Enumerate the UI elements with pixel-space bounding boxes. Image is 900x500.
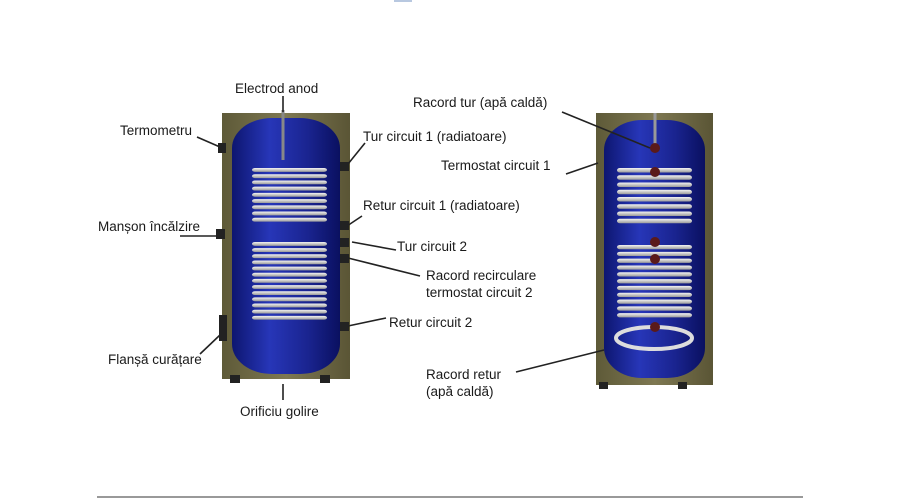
heating-sleeve-port <box>216 229 225 239</box>
coil-turn <box>252 285 327 289</box>
label-flow-circuit-2: Tur circuit 2 <box>397 239 467 254</box>
upper-coil <box>252 168 327 222</box>
label-anode: Electrod anod <box>235 81 318 96</box>
port <box>340 322 349 331</box>
coil-turn <box>617 189 692 195</box>
coil-turn <box>252 186 327 191</box>
port <box>340 221 349 230</box>
coil-turn <box>252 272 327 277</box>
coil-turn <box>252 303 327 308</box>
label-drain: Orificiu golire <box>240 404 319 419</box>
coil-turn <box>617 245 692 250</box>
foot <box>678 382 687 389</box>
label-cleaning-flange: Flanșă curățare <box>108 352 202 367</box>
label-flow-circuit-1: Tur circuit 1 (radiatoare) <box>363 129 507 144</box>
foot <box>230 375 240 383</box>
coil-turn <box>252 309 327 314</box>
coil-turn <box>252 248 327 252</box>
coil-turn <box>252 297 327 302</box>
coil-turn <box>617 204 692 209</box>
coil-turn <box>252 192 327 197</box>
coil-turn <box>252 211 327 216</box>
coil-turn <box>617 265 692 270</box>
coil-turn <box>252 242 327 246</box>
coil-turn <box>252 278 327 283</box>
upper-coil <box>617 168 692 224</box>
coil-turn <box>252 315 327 320</box>
coil-turn <box>252 205 327 210</box>
label-thermometer: Termometru <box>120 123 192 138</box>
thermometer-port <box>218 143 226 153</box>
label-recirculation: Racord recirculare <box>426 268 536 283</box>
cleaning-flange <box>219 315 227 341</box>
coil-turn <box>252 199 327 203</box>
connector <box>650 237 660 247</box>
lower-coil <box>252 242 327 320</box>
left-tank <box>216 110 350 383</box>
connector <box>650 167 660 177</box>
coil-turn <box>252 168 327 172</box>
lower-coil <box>617 245 692 318</box>
coil-turn <box>617 251 692 257</box>
coil-turn <box>617 285 692 291</box>
coil-turn <box>252 174 327 179</box>
label-hot-return-2: (apă caldă) <box>426 384 494 399</box>
coil-turn <box>252 180 327 185</box>
foot <box>599 382 608 389</box>
coil-turn <box>617 313 692 318</box>
coil-turn <box>617 182 692 187</box>
label-return-circuit-2: Retur circuit 2 <box>389 315 472 330</box>
coil-turn <box>617 272 692 277</box>
label-heating-sleeve: Manșon încălzire <box>98 219 200 234</box>
coil-turn <box>617 197 692 202</box>
coil-turn <box>252 291 327 296</box>
label-hot-return: Racord retur <box>426 367 502 382</box>
coil-turn <box>617 279 692 284</box>
port <box>340 254 349 263</box>
label-recirculation-2: termostat circuit 2 <box>426 285 533 300</box>
connector <box>650 143 660 153</box>
foot <box>320 375 330 383</box>
coil-turn <box>617 306 692 311</box>
coil-turn <box>617 299 692 304</box>
coil-turn <box>252 266 327 271</box>
coil-turn <box>617 175 692 180</box>
leader-lines <box>180 96 651 400</box>
top-edge-mark <box>394 0 412 2</box>
label-thermostat-1: Termostat circuit 1 <box>441 158 551 173</box>
port <box>340 162 349 171</box>
connector <box>650 322 660 332</box>
coil-turn <box>617 218 692 224</box>
coil-turn <box>252 254 327 259</box>
connector <box>650 254 660 264</box>
right-tank <box>596 113 713 389</box>
port <box>340 238 349 247</box>
label-return-circuit-1: Retur circuit 1 (radiatoare) <box>363 198 520 213</box>
coil-turn <box>252 217 327 222</box>
label-hot-flow: Racord tur (apă caldă) <box>413 95 547 110</box>
coil-turn <box>617 292 692 297</box>
coil-turn <box>617 211 692 216</box>
tank-body <box>232 118 340 374</box>
coil-turn <box>252 260 327 265</box>
